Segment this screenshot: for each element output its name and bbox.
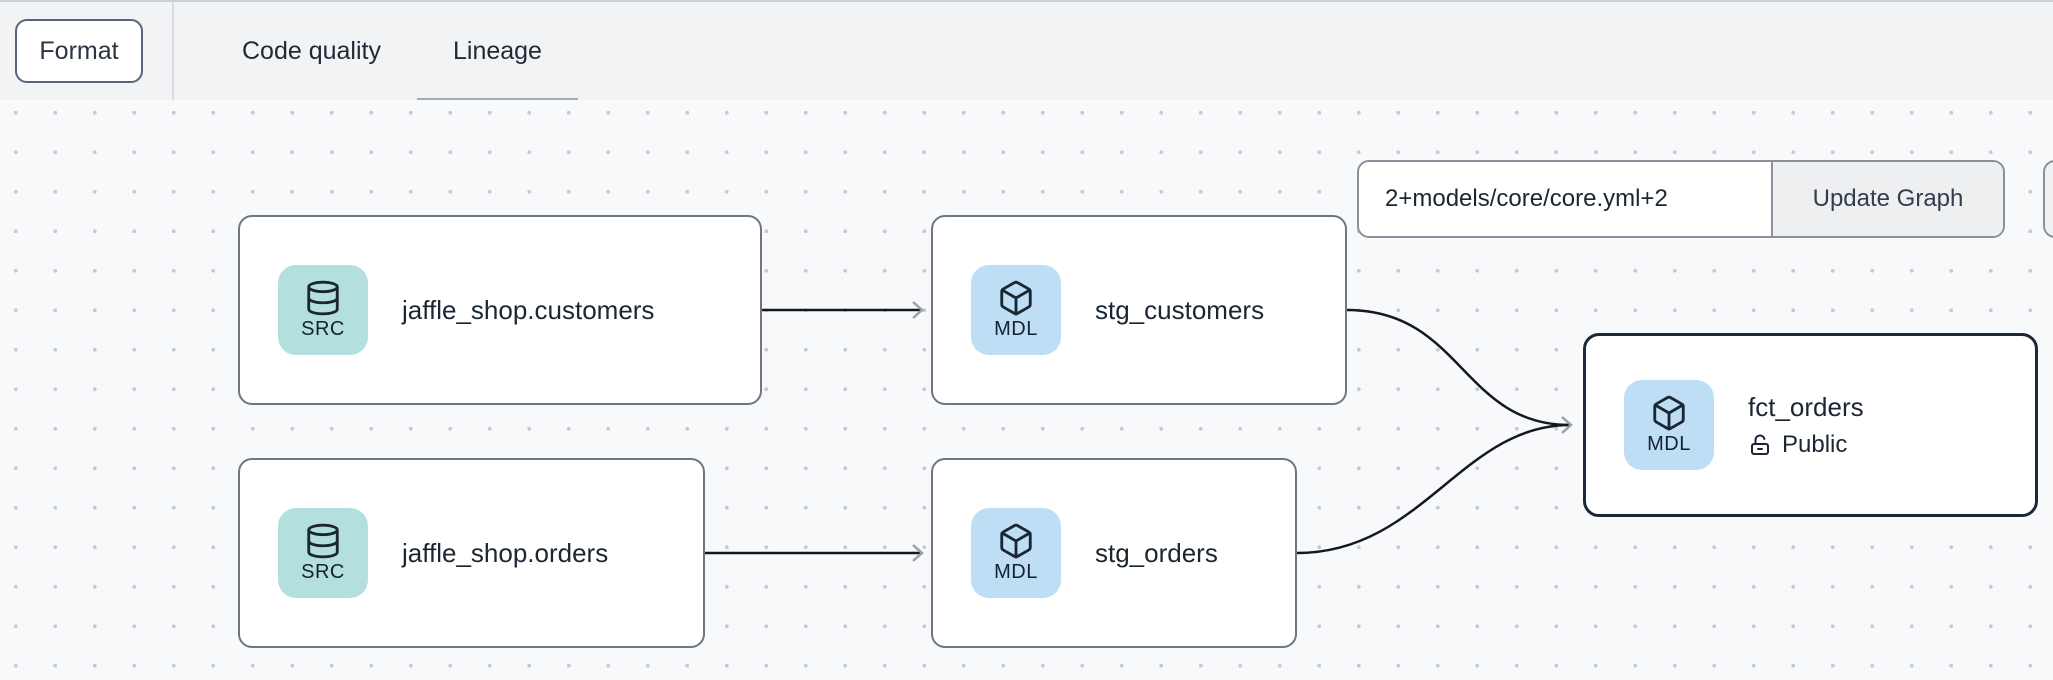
edge-customers-arrowhead-icon bbox=[912, 301, 924, 319]
source-badge: SRC bbox=[278, 265, 368, 355]
access-label: Public bbox=[1782, 430, 1848, 458]
edge-orders-arrowhead-icon bbox=[912, 544, 924, 562]
badge-label: MDL bbox=[1647, 433, 1691, 455]
clipped-right-button[interactable] bbox=[2043, 160, 2053, 238]
node-jaffle-shop-orders[interactable]: SRC jaffle_shop.orders bbox=[238, 458, 705, 648]
node-title: jaffle_shop.orders bbox=[402, 537, 609, 568]
access-row: Public bbox=[1748, 431, 1864, 459]
selector-bar: Update Graph bbox=[1357, 160, 2005, 238]
model-cube-icon bbox=[1653, 395, 1685, 431]
node-jaffle-shop-customers[interactable]: SRC jaffle_shop.customers bbox=[238, 215, 762, 405]
toolbar-divider bbox=[172, 2, 174, 100]
tab-code-quality[interactable]: Code quality bbox=[242, 36, 381, 65]
model-cube-icon bbox=[1000, 280, 1032, 316]
update-graph-button[interactable]: Update Graph bbox=[1771, 162, 2003, 236]
toolbar: Format Code quality Lineage bbox=[0, 0, 2053, 104]
node-stg-customers[interactable]: MDL stg_customers bbox=[931, 215, 1347, 405]
node-body: fct_orders Public bbox=[1748, 392, 1864, 459]
badge-label: MDL bbox=[994, 318, 1038, 340]
edge-stg-customers-fct bbox=[1346, 308, 1571, 427]
database-icon bbox=[307, 523, 339, 559]
source-badge: SRC bbox=[278, 508, 368, 598]
format-button[interactable]: Format bbox=[15, 19, 143, 83]
edge-stg-orders-fct bbox=[1296, 423, 1571, 555]
node-title: fct_orders bbox=[1748, 391, 1864, 422]
model-badge: MDL bbox=[971, 265, 1061, 355]
unlock-icon bbox=[1751, 433, 1769, 455]
edge-fct-arrowhead-icon bbox=[1561, 416, 1573, 434]
database-icon bbox=[307, 280, 339, 316]
node-title: stg_orders bbox=[1095, 537, 1218, 568]
selector-input[interactable] bbox=[1359, 162, 1771, 236]
model-badge: MDL bbox=[1624, 380, 1714, 470]
node-stg-orders[interactable]: MDL stg_orders bbox=[931, 458, 1297, 648]
node-title: jaffle_shop.customers bbox=[402, 294, 655, 325]
tab-lineage[interactable]: Lineage bbox=[416, 2, 578, 104]
node-title: stg_customers bbox=[1095, 294, 1265, 325]
badge-label: SRC bbox=[301, 318, 345, 340]
lineage-canvas[interactable]: SRC jaffle_shop.customers MDL stg_custom… bbox=[0, 100, 2053, 680]
badge-label: MDL bbox=[994, 561, 1038, 583]
tab-bar: Code quality Lineage bbox=[206, 2, 578, 104]
badge-label: SRC bbox=[301, 561, 345, 583]
model-badge: MDL bbox=[971, 508, 1061, 598]
model-cube-icon bbox=[1000, 523, 1032, 559]
node-fct-orders[interactable]: MDL fct_orders Public bbox=[1583, 333, 2038, 517]
